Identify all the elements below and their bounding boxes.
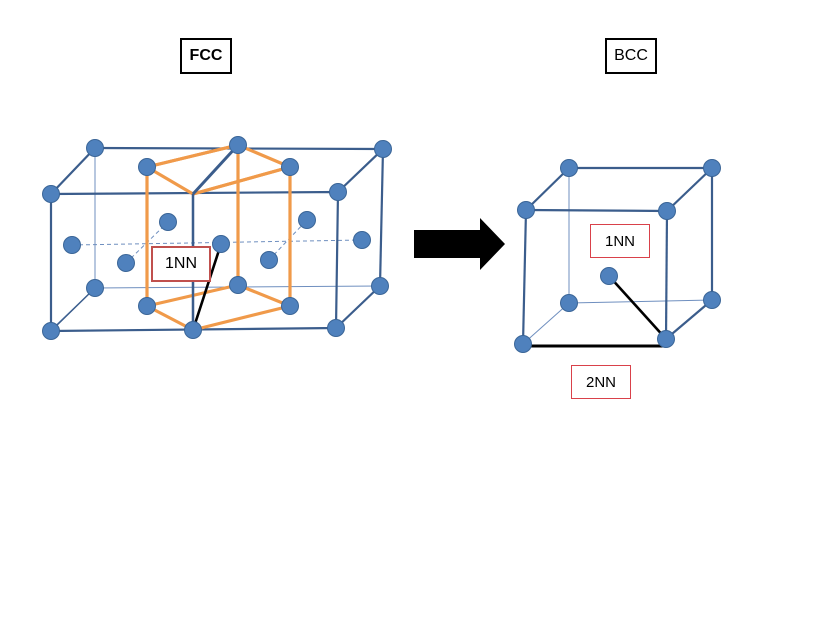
atom	[159, 213, 177, 231]
fcc-1nn-label: 1NN	[151, 246, 211, 282]
atom	[117, 254, 135, 272]
atom	[63, 236, 81, 254]
fcc-structure	[42, 136, 392, 340]
atom	[560, 294, 578, 312]
atom	[229, 276, 247, 294]
atom	[86, 279, 104, 297]
atom	[600, 267, 618, 285]
atom	[281, 297, 299, 315]
bcc-structure	[514, 159, 721, 353]
atom	[658, 202, 676, 220]
atom	[703, 291, 721, 309]
atom	[560, 159, 578, 177]
atom	[514, 335, 532, 353]
atom	[298, 211, 316, 229]
right-arrow-icon	[414, 218, 505, 270]
fcc-1nn-bond	[191, 243, 223, 331]
fcc-front-top-edge	[191, 143, 240, 196]
fcc-title: FCC	[180, 38, 232, 74]
bcc-title: BCC	[605, 38, 657, 74]
atom	[327, 319, 345, 337]
bcc-1nn-bond	[608, 275, 667, 340]
atom	[138, 158, 156, 176]
atom	[657, 330, 675, 348]
atom	[212, 235, 230, 253]
atom	[281, 158, 299, 176]
bcc-1nn-label: 1NN	[590, 224, 650, 258]
atom	[353, 231, 371, 249]
atom	[184, 321, 202, 339]
bcc-atoms	[514, 159, 721, 353]
fcc-atoms	[42, 136, 392, 340]
atom	[229, 136, 247, 154]
atom	[703, 159, 721, 177]
bcc-hidden-edges	[522, 168, 713, 345]
atom	[517, 201, 535, 219]
atom	[86, 139, 104, 157]
atom	[260, 251, 278, 269]
bcc-cell-edges	[521, 166, 714, 345]
bcc-2nn-label: 2NN	[571, 365, 631, 399]
atom	[42, 185, 60, 203]
atom	[371, 277, 389, 295]
atom	[138, 297, 156, 315]
atom	[42, 322, 60, 340]
atom	[329, 183, 347, 201]
atom	[374, 140, 392, 158]
